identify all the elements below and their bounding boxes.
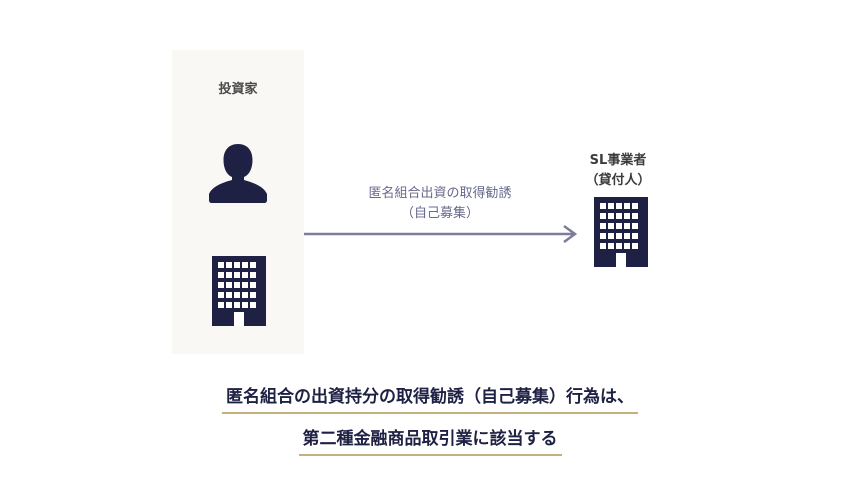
transaction-label-line2: （自己募集） — [400, 206, 479, 221]
lender-label-line2: （貸付人） — [585, 173, 651, 188]
investor-label: 投資家 — [218, 82, 258, 97]
right-arrow-icon — [304, 224, 578, 244]
person-icon — [209, 144, 267, 203]
conclusion-line2: 第二種金融商品取引業に該当する — [0, 424, 860, 456]
conclusion-line1: 匿名組合の出資持分の取得勧誘（自己募集）行為は、 — [0, 382, 860, 414]
lender-label-line1: SL事業者 — [589, 153, 647, 168]
conclusion-text-1: 匿名組合の出資持分の取得勧誘（自己募集）行為は、 — [222, 382, 638, 414]
transaction-label: 匿名組合出資の取得勧誘 （自己募集） — [330, 184, 550, 224]
lender-label: SL事業者 （貸付人） — [555, 151, 681, 191]
conclusion-text-2: 第二種金融商品取引業に該当する — [298, 424, 562, 456]
building-icon — [594, 197, 648, 267]
investor-panel: 投資家 — [172, 50, 304, 354]
transaction-label-line1: 匿名組合出資の取得勧誘 — [368, 186, 512, 201]
building-icon — [212, 256, 266, 326]
